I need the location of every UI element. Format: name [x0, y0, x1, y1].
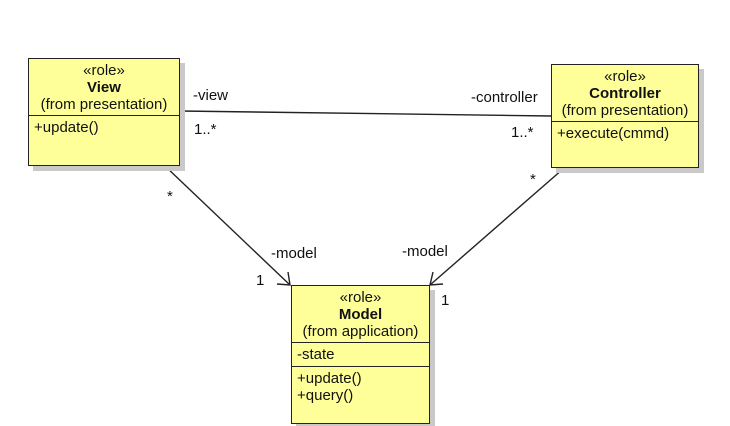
view-model-arrowhead	[276, 271, 291, 286]
view-model-source-multiplicity: *	[167, 188, 173, 205]
controller-class-header: «role» Controller (from presentation)	[552, 65, 698, 122]
controller-model-source-multiplicity: *	[530, 171, 536, 188]
model-operations: +update() +query()	[292, 367, 429, 407]
view-stereotype: «role»	[83, 62, 125, 79]
view-controller-association	[179, 110, 552, 117]
controller-model-arrowhead	[429, 271, 444, 286]
controller-operations: +execute(cmmd)	[552, 122, 698, 145]
view-class-header: «role» View (from presentation)	[29, 59, 179, 116]
model-class-header: «role» Model (from application)	[292, 286, 429, 343]
view-model-role-label: -model	[271, 245, 317, 262]
controller-class[interactable]: «role» Controller (from presentation) +e…	[551, 64, 699, 168]
controller-multiplicity-label: 1..*	[511, 124, 534, 141]
view-operation: +update()	[34, 119, 99, 136]
controller-origin: (from presentation)	[561, 102, 689, 119]
controller-model-association	[429, 168, 564, 286]
view-model-target-multiplicity: 1	[256, 272, 265, 289]
model-operation-update: +update()	[297, 370, 362, 387]
view-operations: +update()	[29, 116, 179, 139]
model-operation-query: +query()	[297, 387, 354, 404]
view-multiplicity-label: 1..*	[194, 121, 217, 138]
view-origin: (from presentation)	[40, 96, 168, 113]
view-class[interactable]: «role» View (from presentation) +update(…	[28, 58, 180, 166]
model-class[interactable]: «role» Model (from application) -state +…	[291, 285, 430, 424]
model-class-name: Model	[338, 306, 383, 323]
controller-operation: +execute(cmmd)	[557, 125, 670, 142]
controller-model-role-label: -model	[402, 243, 448, 260]
controller-stereotype: «role»	[604, 68, 646, 85]
view-class-name: View	[87, 79, 121, 96]
model-stereotype: «role»	[339, 289, 382, 306]
model-origin: (from application)	[302, 323, 419, 340]
model-attributes: -state	[292, 343, 429, 367]
model-attribute: -state	[297, 346, 335, 363]
controller-role-label: -controller	[471, 89, 538, 106]
controller-model-target-multiplicity: 1	[441, 292, 450, 309]
view-model-association	[164, 165, 291, 286]
controller-class-name: Controller	[589, 85, 661, 102]
view-role-label: -view	[193, 87, 229, 104]
